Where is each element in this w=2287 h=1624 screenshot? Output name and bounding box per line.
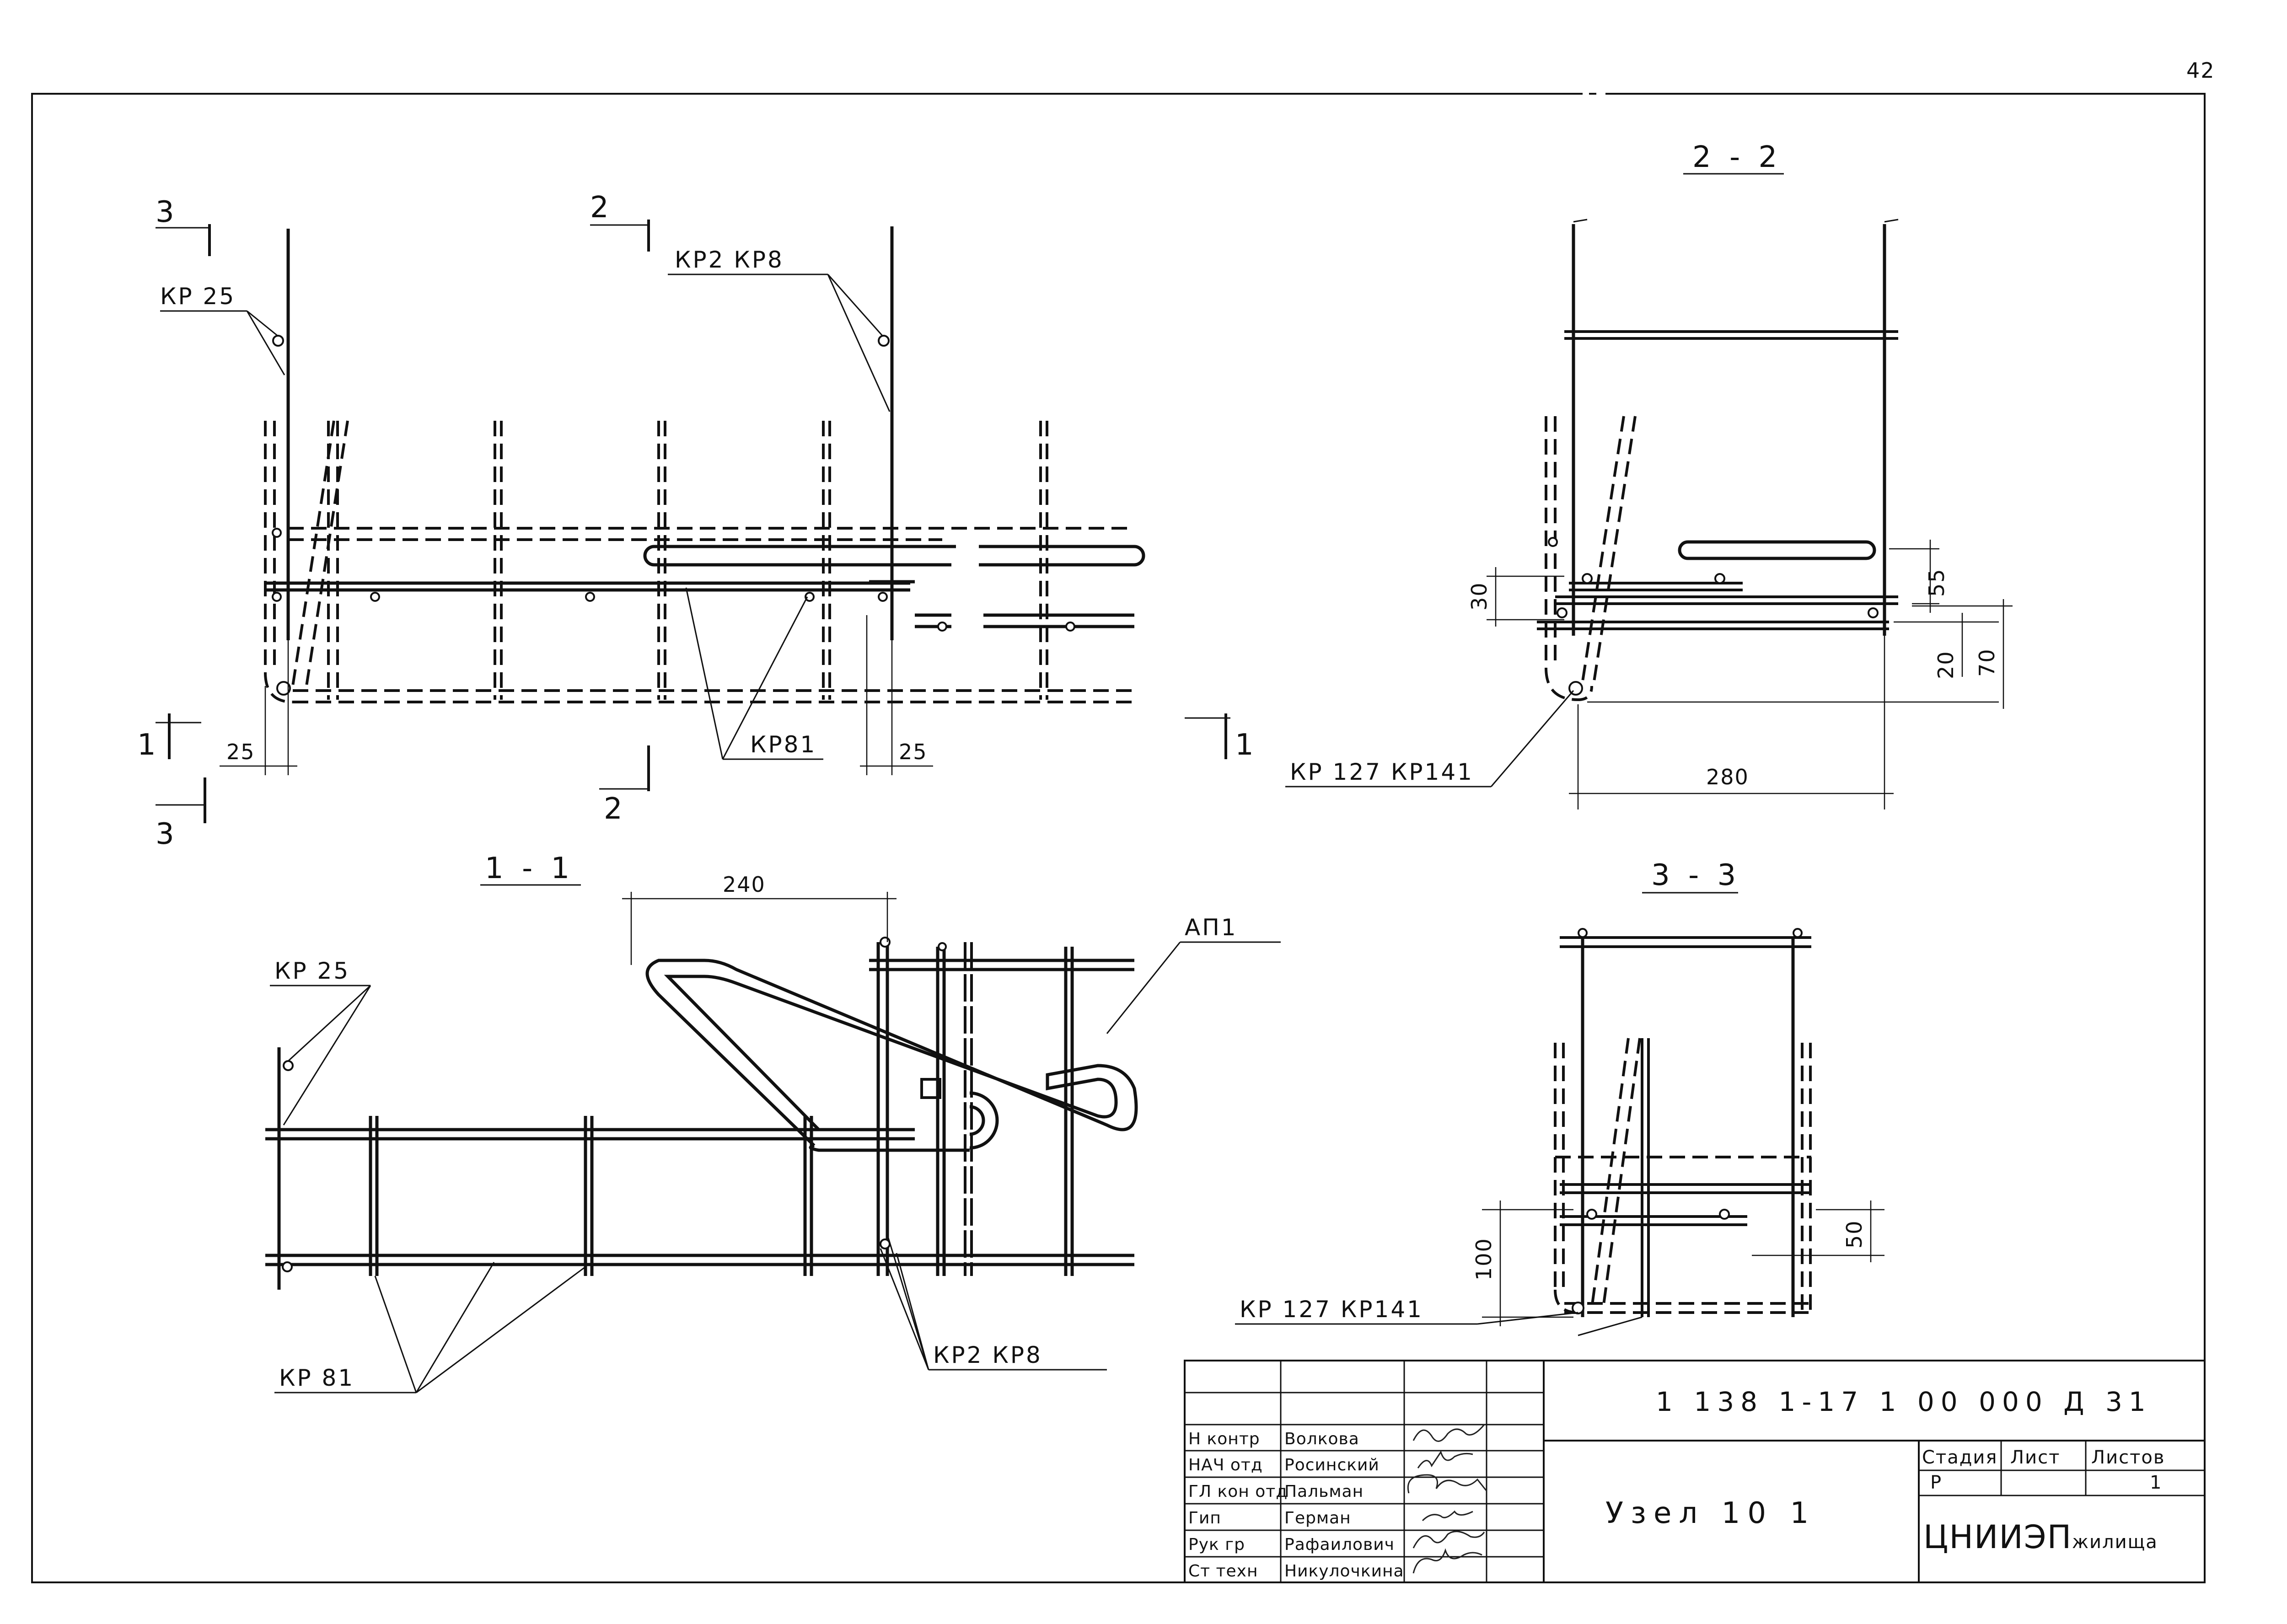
dim-100: 100 bbox=[1471, 1201, 1573, 1326]
dim-55-text: 55 bbox=[1924, 568, 1949, 597]
role-5: Ст техн bbox=[1188, 1562, 1258, 1581]
drawing-title: Узел 10 1 bbox=[1605, 1496, 1816, 1530]
label-kp2-kp8-section: КР2 КР8 bbox=[880, 1234, 1107, 1371]
cut-mark-1-right: 1 bbox=[1185, 713, 1258, 762]
dim-50-text: 50 bbox=[1842, 1220, 1867, 1249]
cut-mark-1-left-label: 1 bbox=[137, 728, 161, 762]
cut-mark-1-right-label: 1 bbox=[1235, 728, 1258, 762]
org-name: ЦНИИЭП bbox=[1923, 1518, 2072, 1556]
label-kp81-plan-text: КР81 bbox=[750, 731, 816, 758]
section-2-2-title: 2 - 2 bbox=[1692, 140, 1782, 174]
dim-240-text: 240 bbox=[723, 872, 766, 897]
label-kp127-kp141-bottom: КР 127 КР141 bbox=[1235, 1296, 1643, 1336]
dim-25-right-text: 25 bbox=[899, 740, 928, 764]
role-0: Н контр bbox=[1188, 1430, 1260, 1448]
label-ap1: АП1 bbox=[1106, 914, 1281, 1034]
label-kp2-kp8-section-text: КР2 КР8 bbox=[933, 1342, 1042, 1368]
label-kp127-kp141-bottom-text: КР 127 КР141 bbox=[1240, 1296, 1423, 1323]
dim-25-left-text: 25 bbox=[226, 740, 255, 764]
sheet-header: Лист bbox=[2010, 1447, 2060, 1468]
dim-280: 280 bbox=[1569, 636, 1894, 809]
label-kp81-section-text: КР 81 bbox=[279, 1365, 354, 1391]
signatures bbox=[1407, 1424, 1487, 1574]
label-kp25-plan: КР 25 bbox=[160, 283, 285, 375]
dim-280-text: 280 bbox=[1706, 765, 1749, 789]
role-3: Гип bbox=[1188, 1509, 1221, 1528]
sheet-frame bbox=[31, 93, 2206, 1583]
dim-100-text: 100 bbox=[1471, 1238, 1496, 1281]
label-ap1-text: АП1 bbox=[1185, 914, 1238, 941]
role-1: НАЧ отд bbox=[1188, 1456, 1263, 1474]
label-kp127-kp141-top-text: КР 127 КР141 bbox=[1290, 759, 1474, 785]
org-suffix: жилища bbox=[2072, 1532, 2158, 1553]
label-kp2-kp8-plan: КР2 КР8 bbox=[668, 247, 891, 412]
dim-240: 240 bbox=[622, 872, 897, 965]
dim-20-text: 20 bbox=[1933, 650, 1958, 679]
cut-mark-2-bottom-label: 2 bbox=[604, 792, 627, 826]
dim-30: 30 bbox=[1467, 567, 1564, 627]
dim-70: 70 bbox=[1912, 599, 2013, 709]
section-3-3: 3 - 3 100 bbox=[1235, 858, 1884, 1336]
dim-55: 55 bbox=[1889, 540, 1949, 613]
sheets-header: Листов bbox=[2091, 1447, 2165, 1468]
dim-70-text: 70 bbox=[1975, 648, 1999, 677]
label-kp127-kp141-top: КР 127 КР141 bbox=[1285, 690, 1574, 788]
cut-mark-3-top: 3 bbox=[156, 195, 211, 256]
label-kp25-plan-text: КР 25 bbox=[160, 283, 236, 310]
plan-view: 3 3 2 2 1 1 bbox=[137, 191, 1258, 851]
cut-mark-2-bottom: 2 bbox=[599, 745, 650, 826]
title-block: 1 138 1-17 1 00 000 Д 31 Узел 10 1 Стади… bbox=[1184, 1360, 2206, 1583]
dim-25-right: 25 bbox=[860, 615, 933, 775]
name-1: Росинский bbox=[1284, 1456, 1380, 1474]
name-4: Рафаилович bbox=[1284, 1535, 1395, 1554]
label-kp25-section: КР 25 bbox=[270, 958, 371, 1126]
role-2: ГЛ кон отд bbox=[1188, 1482, 1288, 1501]
cut-mark-2-top: 2 bbox=[590, 191, 650, 252]
stage-header: Стадия bbox=[1922, 1447, 1997, 1468]
name-3: Герман bbox=[1284, 1509, 1351, 1528]
sheet-number: 42 bbox=[2186, 58, 2215, 83]
cut-mark-1-left: 1 bbox=[137, 713, 201, 762]
sheets-value: 1 bbox=[2150, 1472, 2162, 1493]
doc-code: 1 138 1-17 1 00 000 Д 31 bbox=[1656, 1386, 2152, 1417]
label-kp25-section-text: КР 25 bbox=[274, 958, 350, 984]
label-kp2-kp8-plan-text: КР2 КР8 bbox=[675, 247, 784, 273]
dim-50: 50 bbox=[1752, 1201, 1884, 1262]
role-4: Рук гр bbox=[1188, 1535, 1245, 1554]
section-1-1-title: 1 - 1 bbox=[485, 852, 574, 885]
cut-mark-2-top-label: 2 bbox=[590, 191, 613, 225]
cut-mark-3-top-label: 3 bbox=[156, 195, 179, 229]
label-kp81-plan: КР81 bbox=[685, 587, 823, 760]
section-2-2: 2 - 2 30 bbox=[1285, 140, 2013, 809]
name-2: Пальман bbox=[1284, 1482, 1364, 1501]
cut-mark-3-bottom-label: 3 bbox=[156, 817, 179, 851]
cut-mark-3-bottom: 3 bbox=[156, 777, 206, 851]
label-kp81-section: КР 81 bbox=[274, 1262, 586, 1394]
dim-20: 20 bbox=[1587, 613, 1999, 703]
section-3-3-title: 3 - 3 bbox=[1651, 858, 1740, 892]
dim-30-text: 30 bbox=[1467, 582, 1492, 611]
section-1-1: 1 - 1 bbox=[265, 852, 1281, 1394]
name-0: Волкова bbox=[1284, 1430, 1359, 1448]
dim-25-left: 25 bbox=[220, 640, 297, 775]
name-5: Никулочкина bbox=[1284, 1562, 1404, 1581]
stage-value: Р bbox=[1930, 1472, 1942, 1493]
